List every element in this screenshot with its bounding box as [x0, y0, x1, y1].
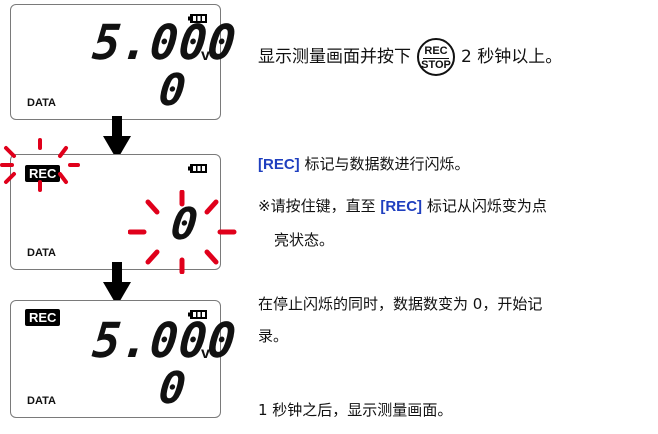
button-label-bottom: STOP: [421, 59, 451, 71]
down-arrow-icon: [103, 262, 131, 306]
measurement-reading: 5.000: [90, 13, 240, 71]
lcd-screen-measure: 5.000 v 0 DATA: [10, 4, 239, 120]
unit-label: v: [201, 47, 210, 64]
blink-ray-icon: [128, 190, 237, 274]
instruction-step4: 在停止闪烁的同时，数据数变为 0，开始记: [258, 295, 543, 313]
data-count: 0: [156, 363, 190, 414]
data-label: DATA: [27, 97, 56, 109]
rec-keyword: [REC]: [258, 156, 300, 173]
step1-text-before: 显示测量画面并按下: [258, 47, 411, 67]
data-label: DATA: [27, 247, 56, 259]
data-label: DATA: [27, 395, 56, 407]
blink-ray-icon: [0, 138, 80, 192]
instruction-step3: ※请按住键，直至 [REC] 标记从闪烁变为点: [258, 192, 547, 221]
measurement-reading: 5.000: [90, 311, 240, 369]
instruction-step4-line2: 录。: [258, 327, 289, 345]
battery-icon: [188, 164, 207, 173]
step2-text: 标记与数据数进行闪烁。: [304, 155, 470, 173]
lcd-screen-recording: REC 5.000 v 0 DATA: [10, 300, 239, 418]
instruction-step3-line2: 亮状态。: [274, 231, 335, 249]
rec-mark: REC: [25, 309, 61, 326]
rec-keyword: [REC]: [380, 198, 423, 215]
instruction-step2: [REC] 标记与数据数进行闪烁。: [258, 150, 469, 179]
rec-mark: REC: [25, 165, 61, 182]
button-label-top: REC: [423, 45, 449, 59]
data-count: 0: [156, 65, 190, 116]
step3-text: 标记从闪烁变为点: [426, 197, 547, 215]
battery-icon: [188, 14, 207, 23]
instruction-step5: 1 秒钟之后，显示测量画面。: [258, 401, 453, 419]
down-arrow-icon: [103, 116, 131, 160]
rec-stop-button-icon: REC STOP: [417, 38, 455, 76]
battery-icon: [188, 310, 207, 319]
lcd-screen-blinking: REC 0 DATA: [10, 154, 221, 270]
step1-text-after: 2 秒钟以上。: [461, 47, 563, 67]
step3-prefix: ※请按住键，直至: [258, 197, 376, 215]
instruction-step1: 显示测量画面并按下 REC STOP 2 秒钟以上。: [258, 38, 562, 76]
unit-label: v: [201, 345, 210, 362]
